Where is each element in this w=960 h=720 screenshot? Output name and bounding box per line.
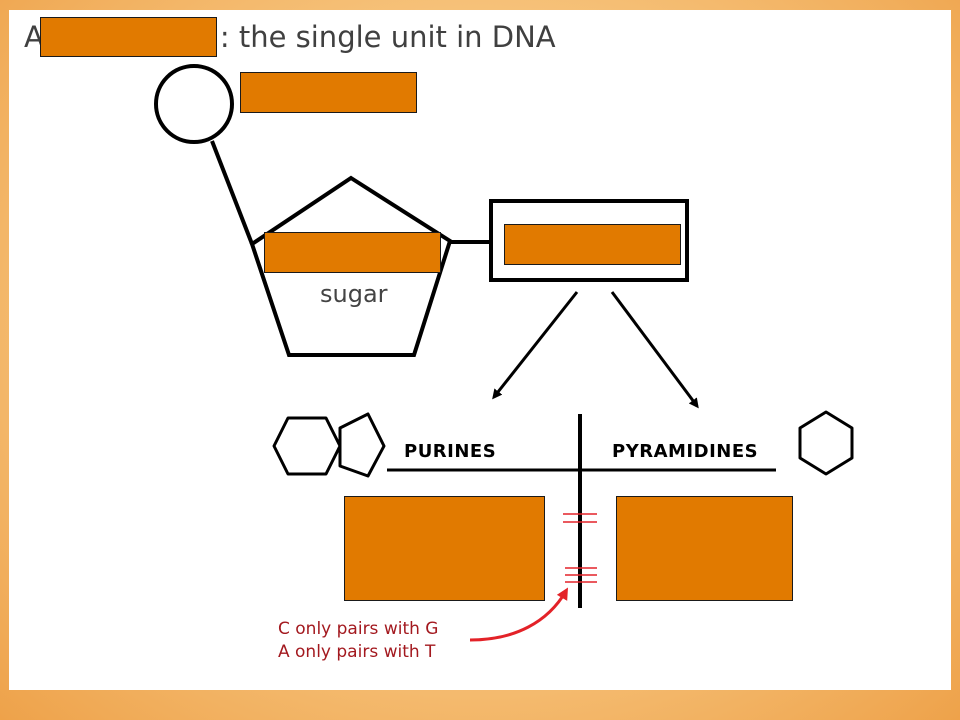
double-bond-mark: [563, 513, 597, 523]
pyrimidines-answer-box: [616, 496, 793, 601]
sugar-label: sugar: [320, 280, 388, 308]
title-prefix: A: [24, 20, 44, 54]
slide-title: A : the single unit in DNA: [24, 20, 556, 55]
pairing-note-line-1: C only pairs with G: [278, 619, 439, 639]
pyrimidine-ring-icon: [798, 410, 854, 476]
title-suffix: : the single unit in DNA: [219, 20, 556, 54]
triple-bond-mark: [565, 567, 597, 583]
pairing-note: C only pairs with G A only pairs with T: [278, 618, 438, 664]
pairing-note-line-2: A only pairs with T: [278, 641, 436, 662]
purine-ring-icon: [272, 412, 386, 478]
base-label-box: [504, 224, 681, 265]
purines-heading: PURINES: [404, 441, 497, 462]
title-mask-box: [40, 17, 217, 57]
sugar-label-box: [264, 232, 441, 273]
pyrimidines-heading: PYRAMIDINES: [612, 441, 759, 462]
arrow-to-purines: [492, 291, 579, 400]
arrow-to-pyrimidines: [610, 291, 699, 409]
pairing-arrow: [469, 587, 569, 642]
phosphate-sugar-bond: [210, 140, 254, 245]
purines-answer-box: [344, 496, 545, 601]
phosphate-label-box: [240, 72, 417, 113]
phosphate-circle: [154, 64, 234, 144]
